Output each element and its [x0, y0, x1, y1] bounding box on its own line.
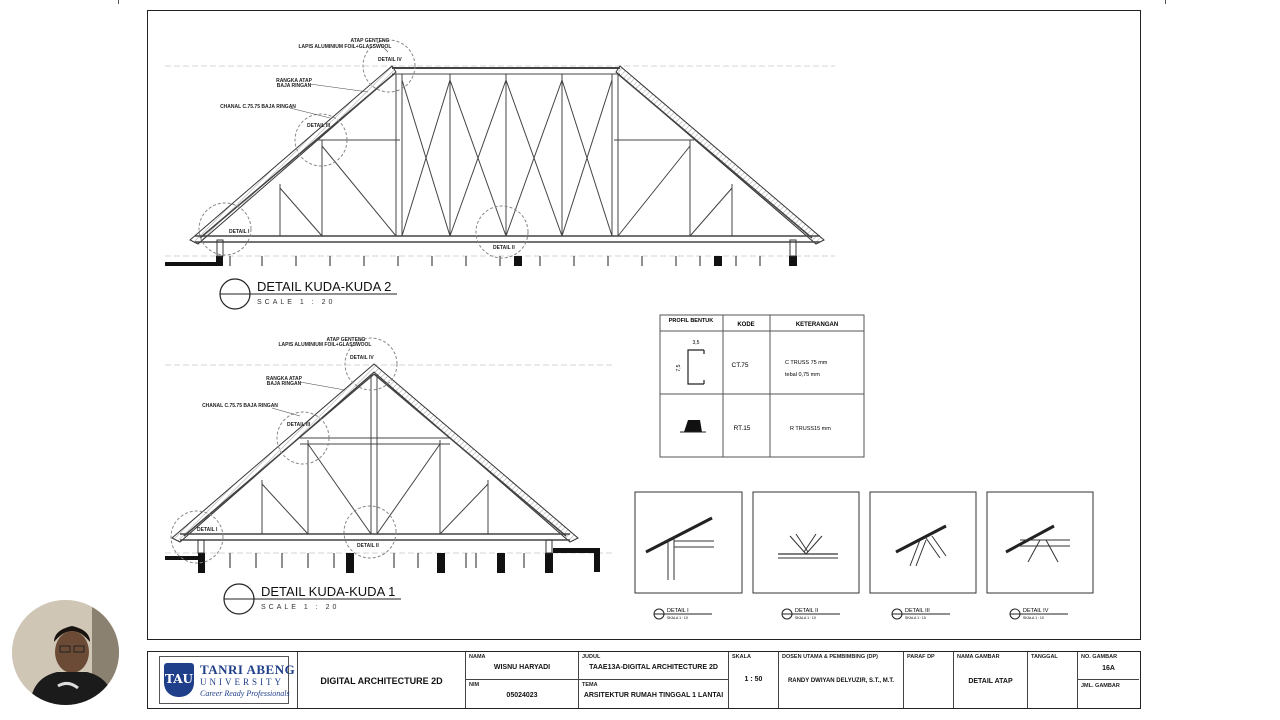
detail-marker-2: DETAIL II [357, 543, 379, 549]
judul-label: JUDUL [582, 654, 601, 660]
title-block-dosen-cell: DOSEN UTAMA & PEMBIMBING (DP) RANDY DWIY… [779, 652, 904, 708]
title-block-judul-cell: JUDUL TAAE13A-DIGITAL ARCHITECTURE 2D TE… [579, 652, 729, 708]
paraf-label: PARAF DP [907, 654, 935, 660]
title-block-student-cell: NAMA WISNU HARYADI NIM 05024023 [466, 652, 579, 708]
c-profile-icon [687, 349, 704, 385]
nama-label: NAMA [469, 654, 486, 660]
detail-caption-3: DETAIL III SKALA 1 : 10 [891, 608, 950, 620]
detail-caption-label: DETAIL IV [1023, 608, 1049, 614]
detail-marker-3: DETAIL III [307, 123, 331, 129]
nama-gambar-label: NAMA GAMBAR [957, 654, 1000, 660]
university-shield-icon: TAU [164, 663, 194, 697]
student-name: WISNU HARYADI [493, 664, 551, 671]
detail-caption-label: DETAIL III [905, 608, 930, 614]
drawing-canvas: ATAP GENTENG LAPIS ALUMINIUM FOIL+GLASSW… [165, 38, 1094, 620]
detail-panels [634, 491, 1094, 594]
table-header-keterangan: KETERANGAN [796, 322, 838, 328]
university-logo: TAU TANRI ABENG UNIVERSITY Career Ready … [159, 656, 295, 704]
label-frame-b: BAJA RINGAN [267, 381, 302, 387]
detail-caption-scale: SKALA 1 : 10 [1023, 616, 1044, 620]
no-gambar-value: 16A [1102, 665, 1115, 672]
c-profile-dim-top: 3,5 [693, 340, 700, 346]
dosen-label: DOSEN UTAMA & PEMBIMBING (DP) [782, 654, 878, 660]
title-block: TAU TANRI ABENG UNIVERSITY Career Ready … [147, 651, 1141, 709]
truss-1-title-text: DETAIL KUDA-KUDA 1 [261, 584, 395, 599]
detail-marker-4: DETAIL IV [378, 57, 402, 63]
label-roof-b: LAPIS ALUMINIUM FOIL+GLASSWOOL [278, 342, 371, 348]
detail-marker-1: DETAIL I [197, 527, 218, 533]
truss-2-drawing [165, 39, 835, 266]
detail-panel-captions: DETAIL I SKALA 1 : 10 DETAIL II SKALA 1 … [653, 608, 1068, 620]
tanggal-label: TANGGAL [1031, 654, 1058, 660]
label-channel: CHANAL C.75.75 BAJA RINGAN [220, 104, 296, 110]
label-roof-a: ATAP GENTENG [351, 38, 390, 44]
student-nim: 05024023 [506, 692, 538, 699]
webcam-overlay [12, 600, 119, 705]
label-roof-a: ATAP GENTENG [327, 337, 366, 343]
table-header-profil: PROFIL BENTUK [669, 318, 714, 324]
detail-caption-1: DETAIL I SKALA 1 : 10 [653, 608, 712, 620]
drawing-sheet [147, 10, 1141, 640]
truss-2-title-text: DETAIL KUDA-KUDA 2 [257, 279, 391, 294]
title-block-nama-gambar-cell: NAMA GAMBAR DETAIL ATAP [954, 652, 1028, 708]
truss-2-title: DETAIL KUDA-KUDA 2 SCALE 1 : 20 [219, 278, 397, 310]
detail-caption-scale: SKALA 1 : 10 [795, 616, 816, 620]
title-block-tanggal-cell: TANGGAL [1028, 652, 1078, 708]
course-name: DIGITAL ARCHITECTURE 2D [320, 676, 443, 686]
label-frame-b: BAJA RINGAN [277, 83, 312, 89]
detail-caption-4: DETAIL IV SKALA 1 : 10 [1009, 608, 1068, 620]
title-block-no-gambar-cell: NO. GAMBAR 16A JML. GAMBAR [1078, 652, 1139, 708]
label-frame-a: RANGKA ATAP [276, 78, 312, 84]
truss-1-labels: ATAP GENTENG LAPIS ALUMINIUM FOIL+GLASSW… [197, 337, 379, 549]
truss-1-scale: SCALE 1 : 20 [261, 604, 339, 611]
detail-marker-3: DETAIL III [287, 422, 311, 428]
title-block-logo-cell: TAU TANRI ABENG UNIVERSITY Career Ready … [148, 652, 298, 708]
label-channel: CHANAL C.75.75 BAJA RINGAN [202, 403, 278, 409]
profile-table: PROFIL BENTUK KODE KETERANGAN 3,5 7,5 CT… [659, 314, 865, 458]
truss-2-labels: ATAP GENTENG LAPIS ALUMINIUM FOIL+GLASSW… [220, 38, 515, 251]
truss-1-drawing [165, 337, 615, 573]
tema-value: ARSITEKTUR RUMAH TINGGAL 1 LANTAI [583, 692, 724, 699]
no-gambar-label: NO. GAMBAR [1081, 654, 1118, 660]
nim-label: NIM [469, 682, 480, 688]
logo-tagline: Career Ready Professionals [200, 689, 290, 698]
skala-value: 1 : 50 [744, 676, 763, 683]
c-profile-dim-side: 7,5 [676, 364, 682, 371]
title-block-skala-cell: SKALA 1 : 50 [729, 652, 779, 708]
table-row-kode: RT.15 [734, 425, 751, 432]
truss-2-scale: SCALE 1 : 20 [257, 299, 335, 306]
table-row-keterangan-a: C TRUSS 75 mm [785, 360, 828, 366]
detail-caption-scale: SKALA 1 : 10 [905, 616, 926, 620]
detail-marker-1: DETAIL I [229, 229, 250, 235]
table-row-keterangan-a: R TRUSS15 mm [790, 426, 831, 432]
label-roof-b: LAPIS ALUMINIUM FOIL+GLASSWOOL [298, 44, 391, 50]
jml-gambar-label: JML. GAMBAR [1081, 683, 1120, 689]
detail-caption-2: DETAIL II SKALA 1 : 10 [781, 608, 840, 620]
label-frame-a: RANGKA ATAP [266, 376, 302, 382]
r-profile-icon [684, 420, 702, 432]
detail-caption-label: DETAIL I [667, 608, 689, 614]
judul-value: TAAE13A-DIGITAL ARCHITECTURE 2D [589, 664, 718, 671]
detail-marker-2: DETAIL II [493, 245, 515, 251]
detail-caption-scale: SKALA 1 : 10 [667, 616, 688, 620]
table-row-keterangan-b: tebal 0,75 mm [785, 372, 820, 378]
logo-name: TANRI ABENG [200, 662, 296, 677]
title-block-course-cell: DIGITAL ARCHITECTURE 2D [298, 652, 466, 708]
detail-marker-4: DETAIL IV [350, 355, 374, 361]
truss-1-title: DETAIL KUDA-KUDA 1 SCALE 1 : 20 [223, 583, 401, 615]
sheet-tick [118, 0, 119, 4]
nama-gambar-value: DETAIL ATAP [968, 678, 1013, 685]
table-header-kode: KODE [737, 322, 754, 328]
logo-university: UNIVERSITY [200, 677, 284, 687]
tema-label: TEMA [582, 682, 598, 688]
title-block-paraf-cell: PARAF DP [904, 652, 954, 708]
table-row-kode: CT.75 [732, 362, 749, 369]
presenter-avatar-icon [12, 600, 119, 705]
sheet-tick [1165, 0, 1166, 4]
skala-label: SKALA [732, 654, 751, 660]
detail-caption-label: DETAIL II [795, 608, 819, 614]
dosen-value: RANDY DWIYAN DELYUZIR, S.T., M.T. [787, 678, 895, 684]
